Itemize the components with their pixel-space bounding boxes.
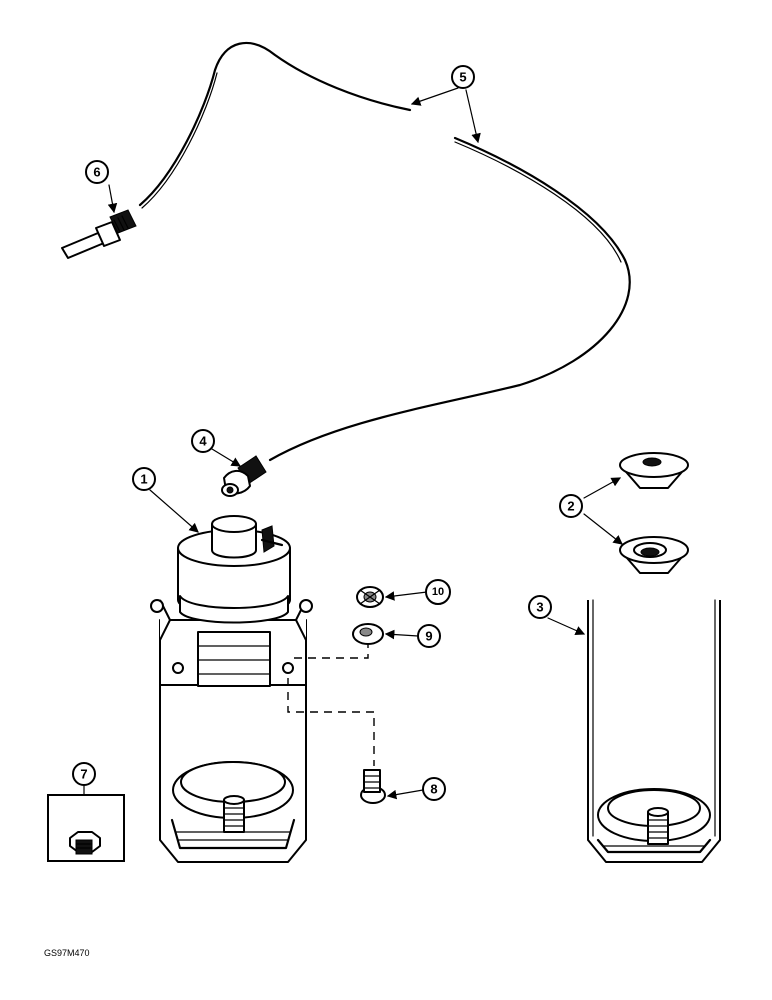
- leader-1: [149, 489, 199, 533]
- callout-1: 1: [132, 467, 156, 491]
- callout-6: 6: [85, 160, 109, 184]
- filter-assembly-part-1: [150, 515, 313, 863]
- fitting-part-6: [61, 209, 137, 259]
- callout-6-label: 6: [93, 165, 100, 180]
- dashed-leader-8: [287, 678, 375, 766]
- leader-9: [384, 629, 419, 640]
- callout-4-label: 4: [199, 434, 207, 449]
- leader-5b: [465, 89, 481, 144]
- callout-3: 3: [528, 595, 552, 619]
- callout-2: 2: [559, 494, 583, 518]
- callout-1-label: 1: [140, 472, 147, 487]
- leader-5a: [410, 87, 459, 106]
- callout-4: 4: [191, 429, 215, 453]
- callout-10: 10: [425, 579, 451, 605]
- callout-10-label: 10: [432, 586, 444, 598]
- bolt-part-8: [360, 769, 386, 804]
- leader-3: [547, 617, 586, 635]
- dashed-leader-9: [294, 644, 369, 659]
- elbow-fitting-part-4: [221, 455, 267, 497]
- callout-5: 5: [451, 65, 475, 89]
- callout-5-label: 5: [459, 70, 466, 85]
- leader-8: [386, 789, 424, 800]
- callout-8: 8: [422, 777, 446, 801]
- callout-9-label: 9: [425, 629, 432, 644]
- drain-plug-inset-part-7: [47, 794, 125, 862]
- callout-3-label: 3: [536, 600, 543, 615]
- leader-2b: [583, 513, 623, 545]
- washer-lower-part-2: [619, 536, 689, 574]
- leader-4: [211, 448, 242, 467]
- leader-10: [384, 591, 428, 601]
- leader-2a: [583, 477, 622, 499]
- tube-right-segment: [268, 136, 631, 462]
- callout-2-label: 2: [567, 499, 574, 514]
- callout-9: 9: [417, 624, 441, 648]
- callout-8-label: 8: [430, 782, 437, 797]
- tube-left-segment: [138, 41, 412, 209]
- washer-part-9: [352, 623, 384, 645]
- bowl-part-3: [587, 599, 721, 863]
- callout-7-label: 7: [80, 767, 87, 782]
- leader-6: [107, 184, 118, 214]
- reference-code: GS97M470: [44, 948, 90, 958]
- callout-7: 7: [72, 762, 96, 786]
- washer-upper-part-2: [619, 452, 689, 489]
- lock-washer-part-10: [356, 586, 384, 608]
